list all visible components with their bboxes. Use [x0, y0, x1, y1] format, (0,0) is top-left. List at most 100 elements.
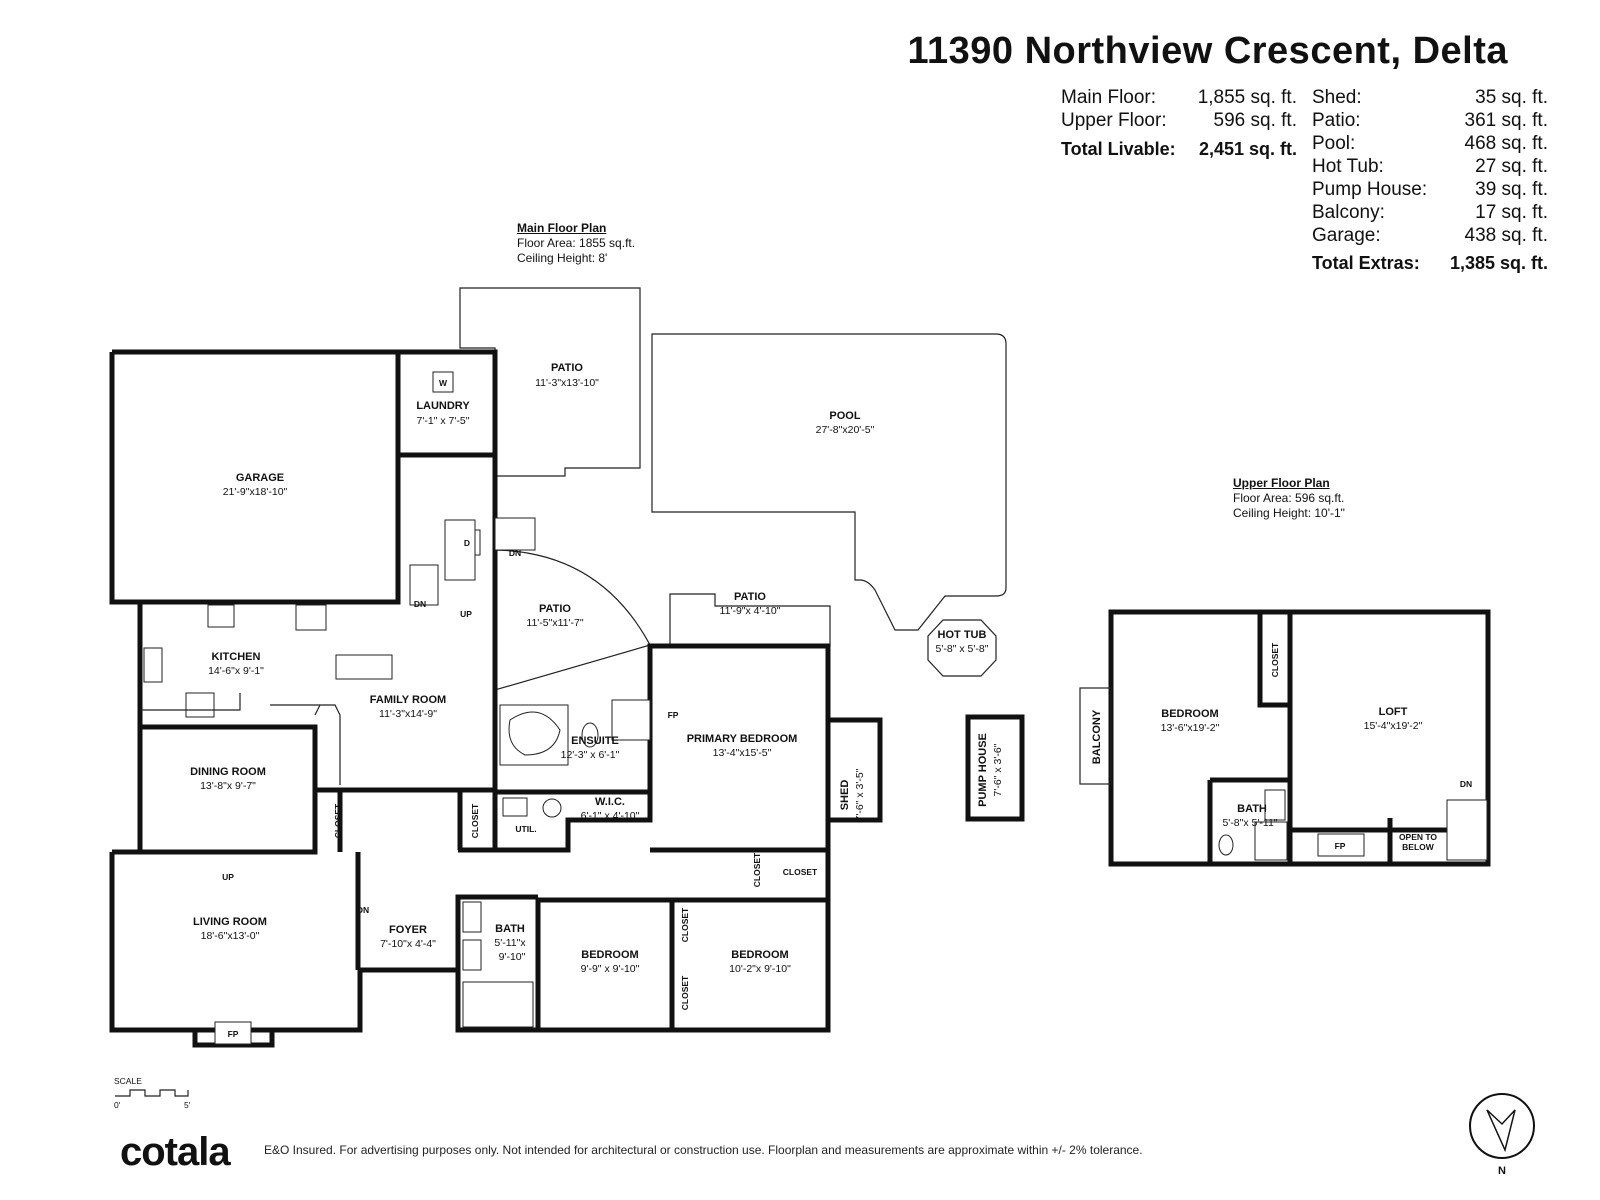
closet-label: CLOSET — [470, 803, 480, 838]
washer-label: W — [439, 378, 448, 388]
bed2-name: BEDROOM — [581, 949, 638, 961]
scale-min: 0' — [114, 1100, 121, 1110]
garage-name: GARAGE — [236, 472, 284, 484]
closet-label: CLOSET — [680, 907, 690, 942]
brand-logo: cotala — [120, 1130, 231, 1174]
main-plan-title: Main Floor Plan — [517, 221, 607, 235]
summary-label: Shed: — [1312, 87, 1362, 108]
hot-tub-outline — [927, 619, 997, 677]
family-dim: 11'-3"x14'-9" — [379, 708, 437, 720]
fixtures — [140, 371, 1488, 1045]
laundry-dim: 7'-1" x 7'-5" — [417, 415, 470, 427]
summary-value: 2,451 sq. ft. — [1198, 139, 1297, 159]
closet-label: CLOSET — [783, 867, 818, 877]
hot-tub-dim: 5'-8" x 5'-8" — [936, 643, 989, 655]
patio-right-dim: 11'-9"x 4'-10" — [720, 605, 781, 617]
summary-label: Garage: — [1312, 225, 1381, 246]
disclaimer-text: E&O Insured. For advertising purposes on… — [264, 1143, 1143, 1157]
compass-icon: N — [1469, 1093, 1535, 1177]
summary-value: 468 sq. ft. — [1464, 133, 1548, 154]
fp-label: FP — [1335, 841, 1346, 851]
fp-label: FP — [228, 1029, 239, 1039]
summary-label: Main Floor: — [1061, 87, 1157, 108]
summary-value: 39 sq. ft. — [1475, 179, 1548, 200]
open-to-label: OPEN TO — [1399, 832, 1437, 842]
bath-main-dim1: 5'-11"x — [494, 937, 526, 949]
room-labels: GARAGE 21'-9"x18'-10" LAUNDRY 7'-1" x 7'… — [190, 362, 1423, 975]
wic-dim: 6'-1" x 4'-10" — [581, 810, 640, 822]
ensuite-dim: 12'-3" x 6'-1" — [561, 749, 620, 761]
patio-right-name: PATIO — [734, 591, 766, 603]
summary-label: Total Livable: — [1061, 139, 1176, 159]
kitchen-name: KITCHEN — [212, 651, 261, 663]
pool-name: POOL — [829, 410, 860, 422]
main-plan-area: Floor Area: 1855 sq.ft. — [517, 236, 636, 250]
patio-top-outline — [459, 287, 641, 550]
pump-dim: 7'-6" x 3'-6" — [992, 743, 1004, 796]
scale-bar: SCALE 0' 5' — [114, 1076, 191, 1110]
garage-dim: 21'-9"x18'-10" — [223, 486, 288, 498]
balcony-label: BALCONY — [1091, 709, 1103, 764]
family-name: FAMILY ROOM — [370, 694, 446, 706]
laundry-name: LAUNDRY — [416, 400, 470, 412]
loft-dim: 15'-4"x19'-2" — [1364, 720, 1423, 732]
up-label: UP — [460, 609, 472, 619]
balcony-outline — [1079, 687, 1112, 785]
patio-mid-name: PATIO — [539, 603, 571, 615]
bath-up-name: BATH — [1237, 803, 1267, 815]
pump-house-walls — [965, 714, 1025, 822]
bed2-dim: 9'-9" x 9'-10" — [581, 963, 640, 975]
patio-top-dim: 11'-3"x13'-10" — [535, 377, 599, 389]
fp-label: FP — [668, 710, 679, 720]
bed3-name: BEDROOM — [731, 949, 788, 961]
summary-value: 361 sq. ft. — [1464, 110, 1548, 131]
hot-tub-name: HOT TUB — [938, 629, 987, 641]
living-dim: 18'-6"x13'-0" — [201, 930, 260, 942]
bath-up-dim: 5'-8"x 5'-11" — [1222, 817, 1277, 829]
small-labels: W D DN UP DN UP DN UTIL. FP FP FP CLOSET… — [222, 378, 1472, 1039]
ensuite-name: ENSUITE — [571, 735, 619, 747]
closet-label: CLOSET — [333, 803, 343, 838]
scale-max: 5' — [184, 1100, 191, 1110]
foyer-name: FOYER — [389, 924, 427, 936]
closet-label: CLOSET — [680, 975, 690, 1010]
bed3-dim: 10'-2"x 9'-10" — [729, 963, 791, 975]
upper-plan-title: Upper Floor Plan — [1233, 476, 1330, 490]
kitchen-dim: 14'-6"x 9'-1" — [208, 665, 264, 677]
primary-dim: 13'-4"x15'-5" — [713, 747, 772, 759]
upper-plan-area: Floor Area: 596 sq.ft. — [1233, 491, 1345, 505]
summary-value: 17 sq. ft. — [1475, 202, 1548, 223]
bath-main-name: BATH — [495, 923, 525, 935]
property-address: 11390 Northview Crescent, Delta — [907, 30, 1508, 72]
bath-main-dim2: 9'-10" — [499, 951, 526, 963]
dining-dim: 13'-8"x 9'-7" — [200, 780, 256, 792]
upper-plan-caption: Upper Floor Plan Floor Area: 596 sq.ft. … — [1233, 476, 1345, 521]
summary-value: 27 sq. ft. — [1475, 156, 1548, 177]
patio-mid-dim: 11'-5"x11'-7" — [526, 617, 583, 629]
summary-value: 438 sq. ft. — [1464, 225, 1548, 246]
dryer-label: D — [464, 538, 470, 548]
up-label: UP — [222, 872, 234, 882]
summary-value: 1,385 sq. ft. — [1449, 253, 1548, 273]
main-plan-ceiling: Ceiling Height: 8' — [517, 251, 608, 265]
summary-label: Balcony: — [1312, 202, 1385, 223]
bed-up-name: BEDROOM — [1161, 708, 1218, 720]
summary-label: Upper Floor: — [1061, 110, 1167, 131]
upper-floor-walls — [1108, 609, 1491, 867]
summary-label: Hot Tub: — [1312, 156, 1384, 177]
dn-label: DN — [509, 548, 521, 558]
compass-label: N — [1498, 1165, 1506, 1177]
foyer-dim: 7'-10"x 4'-4" — [380, 938, 436, 950]
dining-name: DINING ROOM — [190, 766, 266, 778]
loft-name: LOFT — [1379, 706, 1408, 718]
below-label: BELOW — [1402, 842, 1435, 852]
pool-dim: 27'-8"x20'-5" — [816, 424, 875, 436]
summary-label: Pump House: — [1312, 179, 1428, 200]
shed-name: SHED — [839, 780, 851, 811]
summary-value: 596 sq. ft. — [1213, 110, 1297, 131]
shed-dim: 7'-6" x 3'-5" — [854, 768, 866, 821]
dn-label: DN — [1460, 779, 1472, 789]
patio-top-name: PATIO — [551, 362, 583, 374]
pump-name: PUMP HOUSE — [977, 733, 989, 807]
